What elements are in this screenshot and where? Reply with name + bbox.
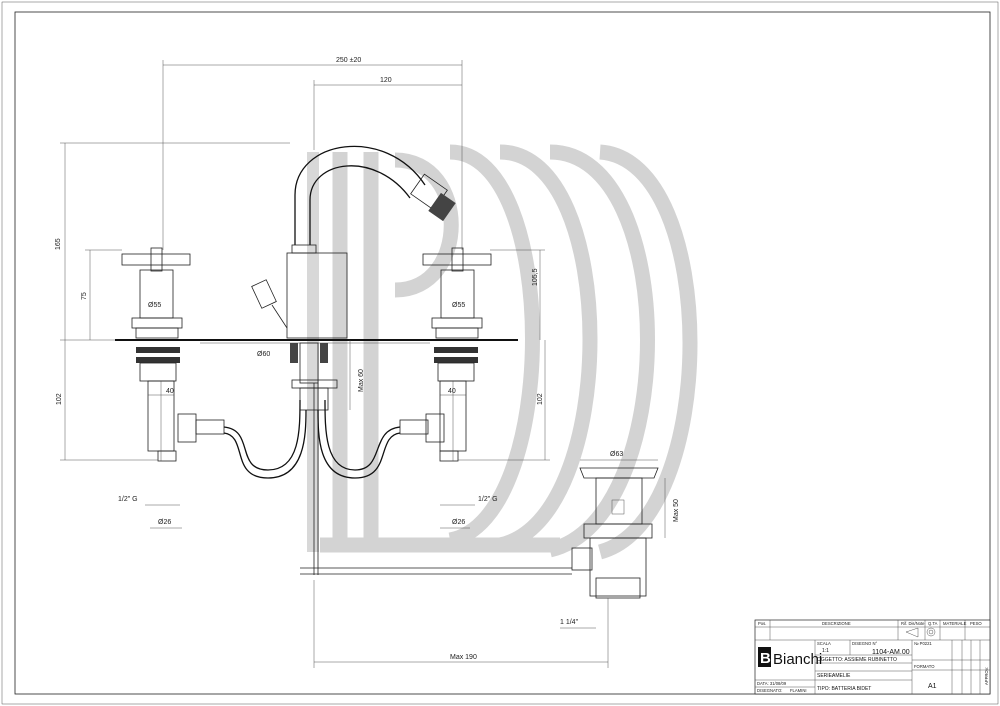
watermark-logo	[307, 144, 698, 560]
dim-max-50: Max 50	[673, 499, 680, 522]
tb-formato-value: A1	[928, 683, 937, 690]
tb-designer-label: DISEGNATO:	[757, 688, 782, 693]
dim-width-120: 120	[380, 77, 392, 84]
dim-thread-right: 1/2" G	[478, 496, 498, 503]
dim-height-102-left: 102	[56, 393, 63, 405]
spout-assembly	[251, 145, 456, 575]
tb-disegno-value: 1104-AM.00	[872, 649, 910, 656]
tb-tipo: TIPO: BATTERIA BIDET	[817, 686, 871, 692]
title-block: Pos. DESCRIZIONE Rif. Dis/Note Q.TA MATE…	[754, 619, 991, 695]
left-handle-assembly	[121, 247, 191, 462]
dim-w-40-left: 40	[166, 388, 174, 395]
dimension-lines	[60, 60, 666, 668]
tb-header-qta: Q.TA	[928, 621, 938, 626]
dim-height-105: 105,5	[532, 268, 539, 286]
dim-height-75: 75	[81, 292, 88, 300]
tb-header-mat: MATERIALE	[943, 621, 967, 626]
tb-header-desc: DESCRIZIONE	[822, 621, 851, 626]
dim-height-165: 165	[55, 238, 62, 250]
tb-oggetto: OGGETTO: ASSIEME RUBINETTO	[817, 657, 897, 663]
dim-dia-26-left: Ø26	[158, 519, 171, 526]
right-handle-assembly	[422, 247, 492, 462]
tb-scala-value: 1:1	[822, 648, 829, 654]
projection-circle-icon	[926, 627, 936, 637]
dim-dia-55-left: Ø55	[148, 302, 161, 309]
tb-part-no: № P0221	[914, 641, 932, 646]
tb-header-pos: Pos.	[758, 621, 766, 626]
dim-max-60: Max 60	[358, 369, 365, 392]
dim-dia-63: Ø63	[610, 451, 623, 458]
dim-width-total: 250 ±20	[336, 57, 361, 64]
logo-mark: B	[760, 650, 771, 667]
dimension-labels: 250 ±20 120 165 75 105,5 102 102 Ø55 Ø55…	[55, 57, 680, 661]
tb-header-rif: Rif. Dis/Note	[901, 621, 925, 626]
tb-scala-label: SCALA	[817, 641, 831, 646]
dim-max-190: Max 190	[450, 654, 477, 661]
tb-header-peso: PESO	[970, 621, 982, 626]
projection-cone-icon	[905, 627, 919, 638]
tb-data: DATA: 31/08/09	[757, 681, 787, 686]
dim-w-40-right: 40	[448, 388, 456, 395]
tb-rev-right: APPROV.	[984, 667, 989, 685]
dim-height-102-right: 102	[537, 393, 544, 405]
tb-disegno-label: DISEGNO N°	[852, 641, 877, 646]
tb-serie-value: AMELIE	[832, 673, 851, 679]
tb-designer-value: FLAMINI	[790, 688, 807, 693]
dim-dia-60: Ø60	[257, 351, 270, 358]
dim-waste-thread: 1 1/4"	[560, 619, 579, 626]
tb-formato-label: FORMATO	[914, 664, 935, 669]
logo-brand: Bianchi	[773, 651, 822, 668]
popup-waste	[300, 467, 659, 599]
bianchi-logo: B Bianchi	[758, 647, 822, 668]
flex-hoses	[177, 399, 445, 479]
dim-dia-55-right: Ø55	[452, 302, 465, 309]
dim-dia-26-right: Ø26	[452, 519, 465, 526]
tb-serie-label: SERIE:	[817, 673, 833, 679]
dim-thread-left: 1/2" G	[118, 496, 138, 503]
